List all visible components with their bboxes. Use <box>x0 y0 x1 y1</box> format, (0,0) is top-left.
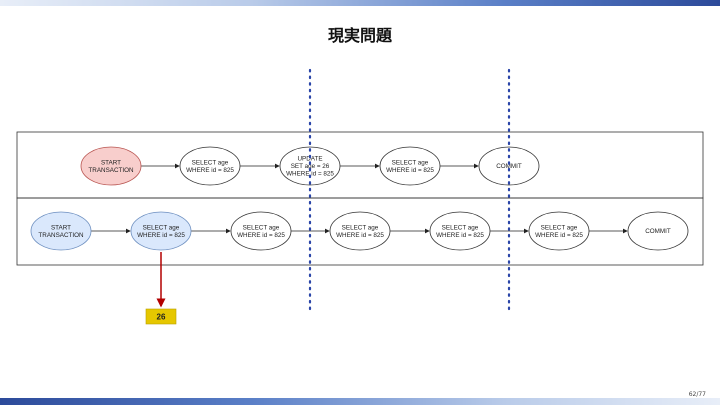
bottom-accent-bar <box>0 398 720 405</box>
flow-node-label: SELECT age <box>541 224 578 231</box>
result-value: 26 <box>157 313 166 322</box>
flow-node-shape <box>627 211 689 251</box>
flow-node-label: WHERE id = 825 <box>336 232 384 239</box>
flow-node-label: WHERE id = 825 <box>186 167 234 174</box>
flow-node-label: SELECT age <box>243 224 280 231</box>
flow-node-shape <box>179 146 241 186</box>
flow-node: COMMIT <box>478 146 540 186</box>
flow-node: COMMIT <box>627 211 689 251</box>
flow-node-label: SET age = 26 <box>291 163 330 170</box>
flow-node-label: COMMIT <box>645 228 671 235</box>
flow-node-shape <box>478 146 540 186</box>
flow-node-shape <box>230 211 292 251</box>
flow-node-label: COMMIT <box>496 163 522 170</box>
flow-node-shape <box>130 211 192 251</box>
flow-node-label: SELECT age <box>392 159 429 166</box>
flow-node-shape <box>329 211 391 251</box>
flow-node-label: UPDATE <box>297 156 322 163</box>
flow-node-label: WHERE id = 825 <box>237 232 285 239</box>
flow-node-label: WHERE id = 825 <box>386 167 434 174</box>
flow-node-label: WHERE id = 825 <box>436 232 484 239</box>
page-number: 62/77 <box>688 391 706 398</box>
slide-title: 現実問題 <box>327 26 392 45</box>
flow-node-shape <box>80 146 142 186</box>
flow-node-label: SELECT age <box>442 224 479 231</box>
flow-node-label: WHERE id = 825 <box>535 232 583 239</box>
flow-node-shape <box>379 146 441 186</box>
flow-node-label: SELECT age <box>192 159 229 166</box>
top-accent-bar <box>0 0 720 6</box>
flow-node-label: START <box>101 159 121 166</box>
flow-node-shape <box>429 211 491 251</box>
flow-node-label: START <box>51 224 71 231</box>
flow-node-label: SELECT age <box>342 224 379 231</box>
flow-node-label: WHERE id = 825 <box>137 232 185 239</box>
flow-node-shape <box>279 146 341 186</box>
bottom-transaction-lane <box>16 197 704 266</box>
flow-node-label: WHERE id = 825 <box>286 171 334 178</box>
result-box <box>145 308 177 325</box>
flow-node-label: TRANSACTION <box>38 232 84 239</box>
flow-node-label: SELECT age <box>143 224 180 231</box>
flow-node-shape <box>528 211 590 251</box>
flow-node-label: TRANSACTION <box>88 167 134 174</box>
flow-node-shape <box>30 211 92 251</box>
